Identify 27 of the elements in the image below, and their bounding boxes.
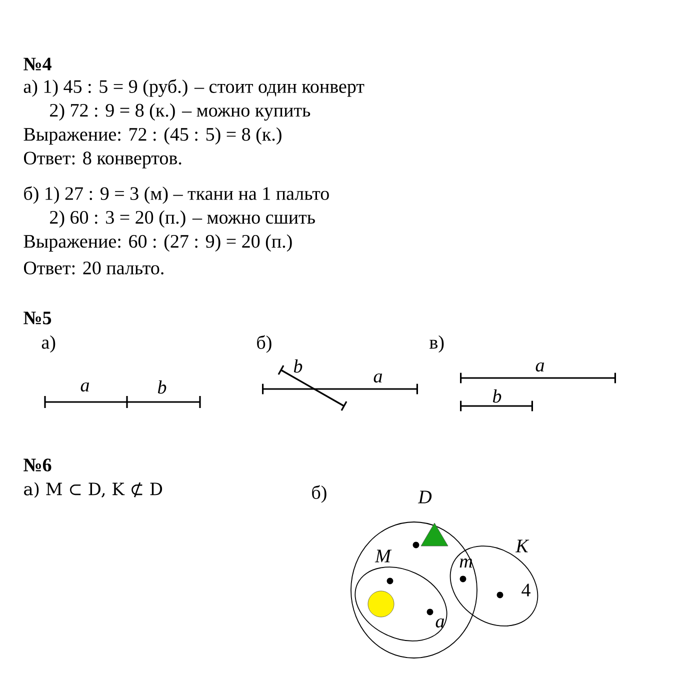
node-label: D <box>418 490 432 504</box>
item-letter: б) <box>257 335 272 353</box>
solution-line: 2) 60 : 3 = 20 (п.) – можно сшить <box>50 210 315 228</box>
expression-line: Выражение: 60 : (27 : 9) = 20 (п.) <box>24 234 292 252</box>
task-number: №6 <box>24 458 52 472</box>
answer-line: Ответ: 20 пальто. <box>24 262 164 274</box>
segment-label: b <box>158 380 166 394</box>
expression-line: Выражение: 72 : (45 : 5) = 8 (к.) <box>24 127 282 145</box>
set-relation: а) M ⊂ D, K ⊄ D <box>24 482 162 498</box>
solution-line: 2) 72 : 9 = 8 (к.) – можно купить <box>50 103 310 121</box>
segment-label: a <box>80 382 90 392</box>
item-letter: в) <box>430 335 444 353</box>
item-letter: а) <box>42 335 56 353</box>
solution-line: а) 1) 45 : 5 = 9 (руб.) – стоит один конверт <box>24 79 364 97</box>
element-label: a <box>436 618 444 628</box>
element-label: m <box>460 558 472 568</box>
task-number: №4 <box>24 58 52 70</box>
task-number: №5 <box>24 312 52 324</box>
segment-label: a <box>374 373 382 383</box>
element-label: 4 <box>522 584 530 596</box>
segment-label: b <box>492 389 502 403</box>
solution-line: б) 1) 27 : 9 = 3 (м) – ткани на 1 пальто <box>24 186 329 204</box>
segment-label: a <box>536 362 544 372</box>
answer-line: Ответ: 8 конвертов. <box>24 152 182 168</box>
node-label: M <box>374 550 392 562</box>
item-letter: б) <box>312 485 326 503</box>
segment-label: b <box>294 359 302 373</box>
